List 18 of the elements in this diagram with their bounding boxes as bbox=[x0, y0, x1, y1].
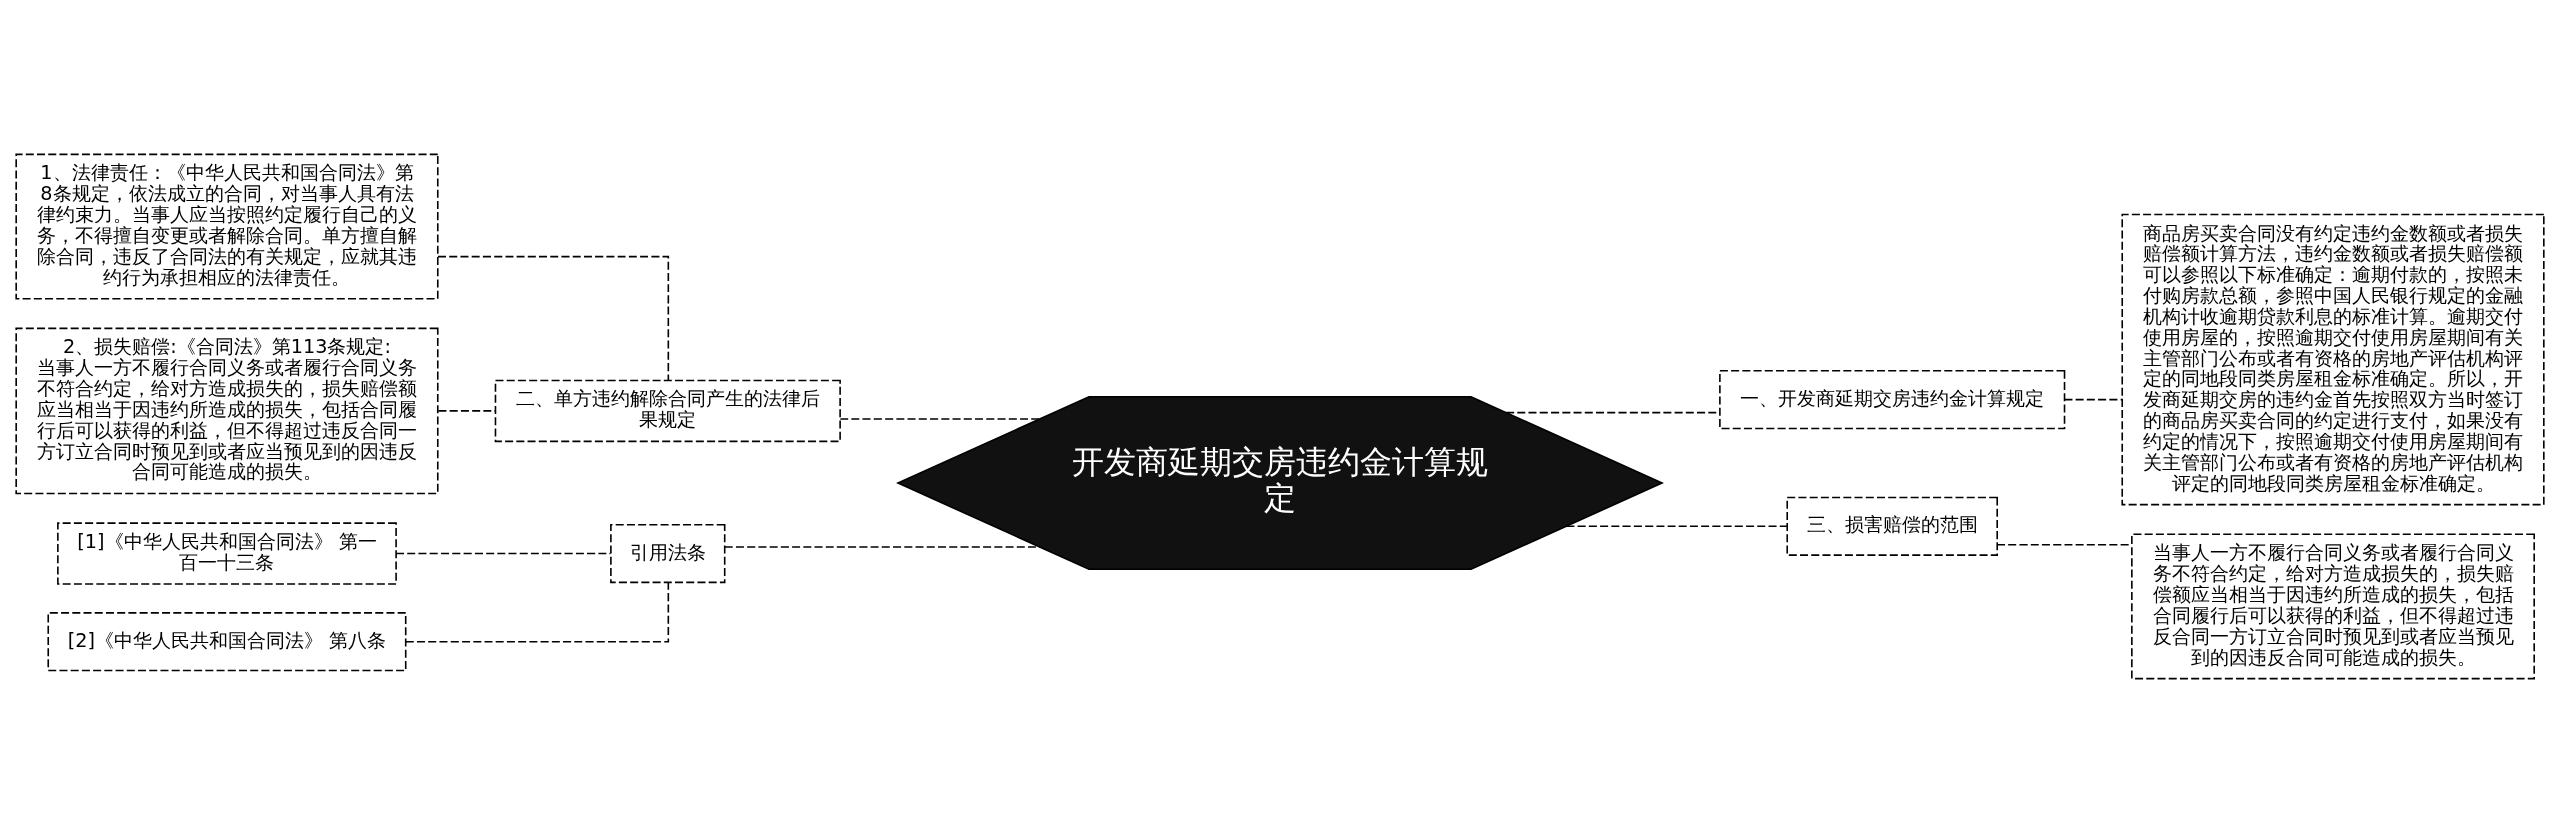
connector bbox=[395, 552, 612, 554]
node-box: 二、单方违约解除合同产生的法律后果规定 bbox=[494, 379, 841, 442]
connector bbox=[2063, 398, 2123, 400]
node-box: 2、损失赔偿:《合同法》第113条规定:当事人一方不履行合同义务或者履行合同义务不符合约定，给对方造成损失的，损失赔偿额应当相当于因违约所造成的损失，包括合同履行后可以获得的利益，但不得超过违反合同一方订立合同时预见到或者应当预见到的因违反合同可能造成的损失。 bbox=[15, 327, 439, 494]
node-box: 当事人一方不履行合同义务或者履行合同义务不符合约定，给对方造成损失的，损失赔偿额应当相当于因违约所造成的损失，包括合同履行后可以获得的利益，但不得超过违反合同一方订立合同时预见到或者应当预见到的因违反合同可能造成的损失。 bbox=[2131, 533, 2535, 679]
node-box: [2]《中华人民共和国合同法》 第八条 bbox=[47, 611, 407, 671]
connector bbox=[724, 545, 1041, 548]
node-box: 商品房买卖合同没有约定违约金数额或者损失赔偿额计算方法，违约金数额或者损失赔偿额可以参照以下标准确定：逾期付款的，按照未付购房款总额，参照中国人民银行规定的金融机构计收逾期贷款利息的标准计算。逾期交付使用房屋的，按照逾期交付使用房屋期间有关主管部门公布或者有资格的房地产评估机构评定的同地段同类房屋租金标准确定。所以，开发商延期交房的违约金首先按照双方当时签订的商品房买卖合同的约定进行支付，如果没有约定的情况下，按照逾期交付使用房屋期间有关主管部门公布或者有资格的房地产评估机构评定的同地段同类房屋租金标准确定。 bbox=[2121, 213, 2545, 505]
node-box: 引用法条 bbox=[610, 523, 726, 583]
connector bbox=[437, 255, 670, 381]
node-box: [1]《中华人民共和国合同法》 第一百一十三条 bbox=[57, 521, 397, 585]
node-box: 三、损害赔偿的范围 bbox=[1786, 496, 1998, 556]
node-box: 1、法律责任：《中华人民共和国合同法》第8条规定，依法成立的合同，对当事人具有法律约束力。当事人应当按照约定履行自己的义务，不得擅自变更或者解除合同。单方擅自解除合同，违反了合同法的有关规定，应就其违约行为承担相应的法律责任。 bbox=[15, 153, 439, 299]
connector bbox=[1565, 525, 1788, 527]
connector bbox=[437, 409, 496, 412]
connector bbox=[839, 417, 1041, 420]
node-box: 一、开发商延期交房违约金计算规定 bbox=[1719, 369, 2066, 429]
connector bbox=[405, 581, 670, 642]
